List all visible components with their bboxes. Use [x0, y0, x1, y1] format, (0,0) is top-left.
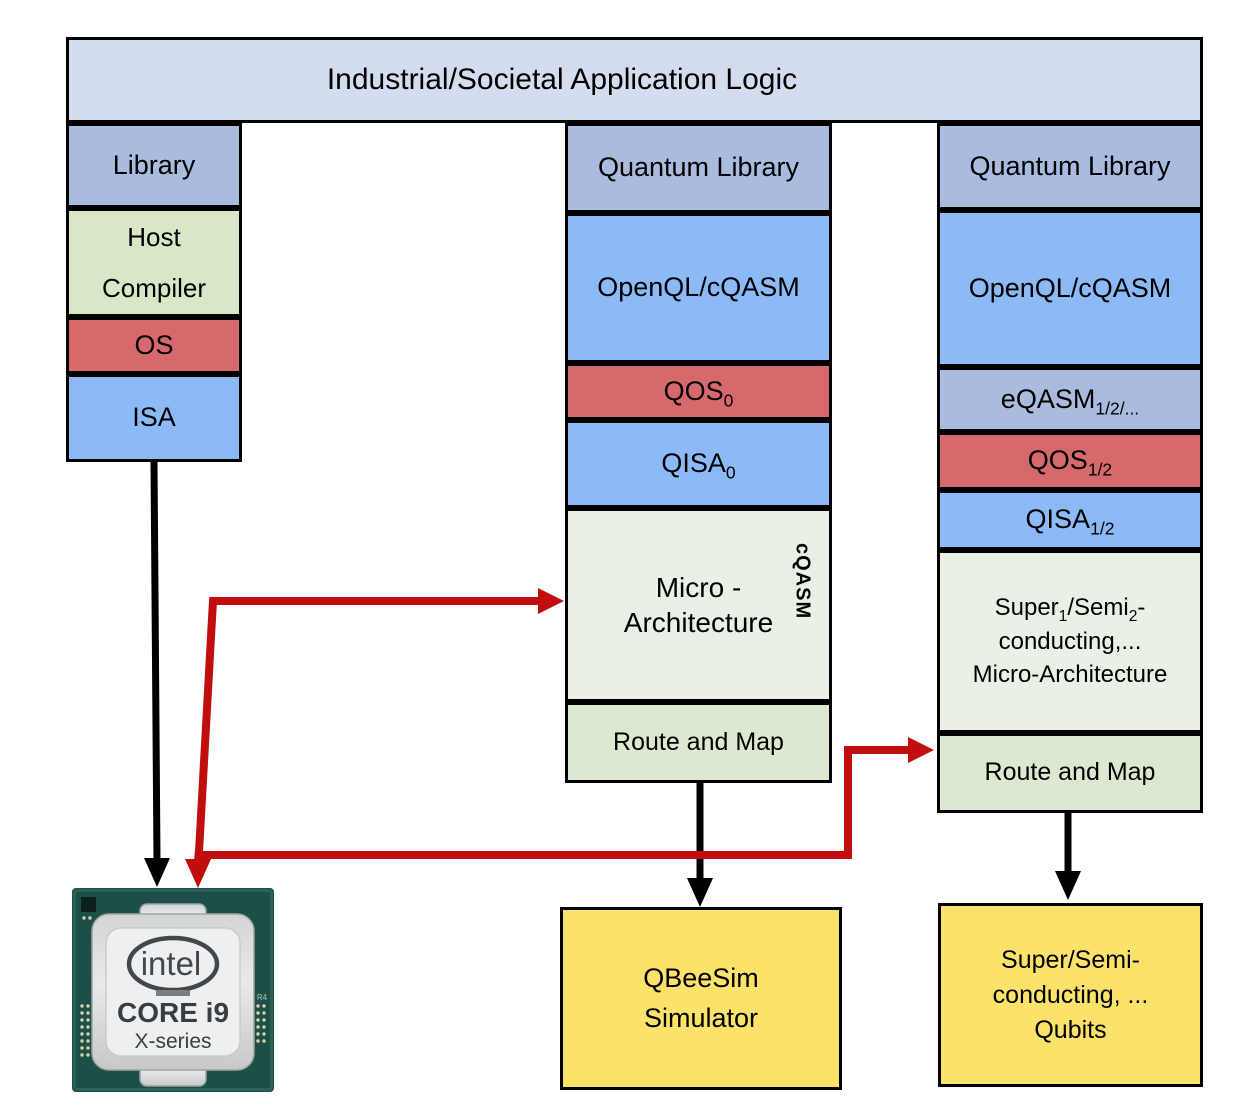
cpu-pcb-edge [73, 889, 273, 1091]
os-box: OS [66, 317, 242, 374]
simulator-quantum-library-box: Quantum Library [565, 123, 832, 213]
simulator-route-and-map-box: Route and Map [565, 702, 832, 783]
qos12-box: QOS1/2 [937, 432, 1203, 490]
application-logic-banner: Industrial/Societal Application Logic [66, 37, 1203, 123]
simulator-route-and-map-label: Route and Map [613, 727, 784, 756]
isa-label: ISA [132, 402, 176, 433]
cpu-model-bar [156, 990, 190, 996]
red-arrow-to-cpu [185, 849, 211, 888]
simulator-micro-architecture-label: Micro -Architecture [623, 572, 774, 638]
simulator-openql-box: OpenQL/cQASM [565, 213, 832, 363]
qos12-label: QOS1/2 [1027, 445, 1113, 480]
os-label: OS [134, 329, 174, 360]
qos0-box: QOS0 [565, 363, 832, 420]
application-logic-label: Industrial/Societal Application Logic [326, 63, 798, 97]
arrow-route-to-qubits [1055, 813, 1081, 900]
classical-library-label: Library [112, 149, 196, 180]
qisa12-box: QISA1/2 [937, 490, 1203, 550]
qubits-box: Super/Semi-conducting, ...Qubits [938, 903, 1203, 1087]
qos0-label: QOS0 [663, 375, 734, 411]
hardware-openql-box: OpenQL/cQASM [937, 210, 1203, 367]
hardware-micro-architecture-box: Super1/Semi2-conducting,...Micro-Archite… [937, 550, 1203, 733]
qubits-label: Super/Semi-conducting, ...Qubits [992, 945, 1149, 1044]
cqasm-vertical-label: cQASM [791, 542, 814, 620]
simulator-openql-label: OpenQL/cQASM [597, 272, 800, 303]
simulator-quantum-library-label: Quantum Library [597, 152, 800, 183]
red-arrow-to-micro-architecture [195, 588, 564, 853]
arrow-route-to-simulator [687, 783, 713, 907]
cpu-illustration: intel CORE i9 X-series R4 [72, 888, 274, 1092]
eqasm-label: eQASM1/2/... [1000, 383, 1140, 419]
qisa12-label: QISA1/2 [1025, 504, 1115, 539]
hardware-route-and-map-box: Route and Map [937, 733, 1203, 813]
cpu-series-text: X-series [134, 1030, 211, 1053]
cpu-corner-chip [81, 897, 96, 912]
intel-cpu-image: intel CORE i9 X-series R4 [72, 888, 274, 1092]
qisa0-label: QISA0 [661, 448, 736, 483]
isa-box: ISA [66, 374, 242, 462]
intel-logo-text: intel [141, 945, 202, 982]
hardware-quantum-library-box: Quantum Library [937, 123, 1203, 210]
cpu-model-text: CORE i9 [117, 997, 229, 1028]
hardware-route-and-map-label: Route and Map [984, 758, 1156, 787]
hardware-micro-architecture-label: Super1/Semi2-conducting,...Micro-Archite… [972, 594, 1168, 689]
simulator-micro-architecture-box: Micro -Architecture [565, 508, 832, 702]
classical-library-box: Library [66, 123, 242, 208]
hardware-openql-label: OpenQL/cQASM [968, 272, 1172, 303]
hardware-quantum-library-label: Quantum Library [969, 150, 1171, 181]
eqasm-box: eQASM1/2/... [937, 367, 1203, 432]
cpu-marking-text: R4 [257, 993, 268, 1002]
arrow-isa-to-cpu [144, 461, 170, 887]
cpu-pins [80, 916, 266, 1057]
qisa0-box: QISA0 [565, 420, 832, 508]
